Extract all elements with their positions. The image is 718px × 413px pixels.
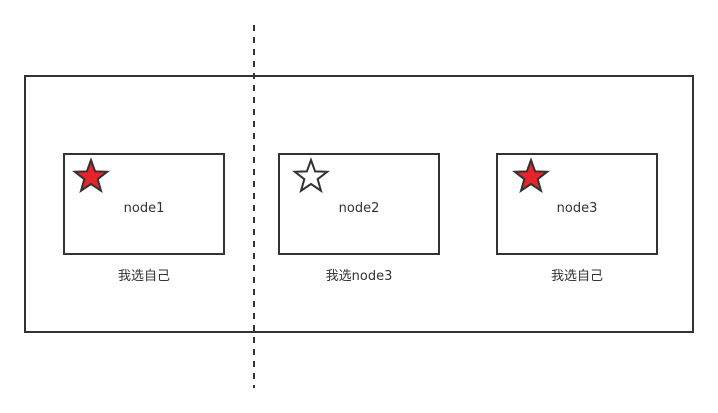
node-1-label: node1: [124, 201, 165, 216]
node-3-caption: 我选自己: [551, 269, 603, 284]
node-2-label: node2: [339, 201, 380, 216]
outline-star-icon: [292, 157, 330, 194]
node-3-label: node3: [557, 201, 598, 216]
node-2-box: [278, 153, 440, 255]
node-2-caption: 我选node3: [326, 269, 393, 284]
filled-star-icon: [512, 157, 550, 194]
node-3: node3 我选自己: [496, 153, 658, 284]
node-1: node1 我选自己: [63, 153, 225, 284]
cluster-container: [24, 75, 694, 333]
filled-star-icon: [72, 157, 110, 194]
node-1-caption: 我选自己: [118, 269, 170, 284]
node-2: node2 我选node3: [278, 153, 440, 284]
